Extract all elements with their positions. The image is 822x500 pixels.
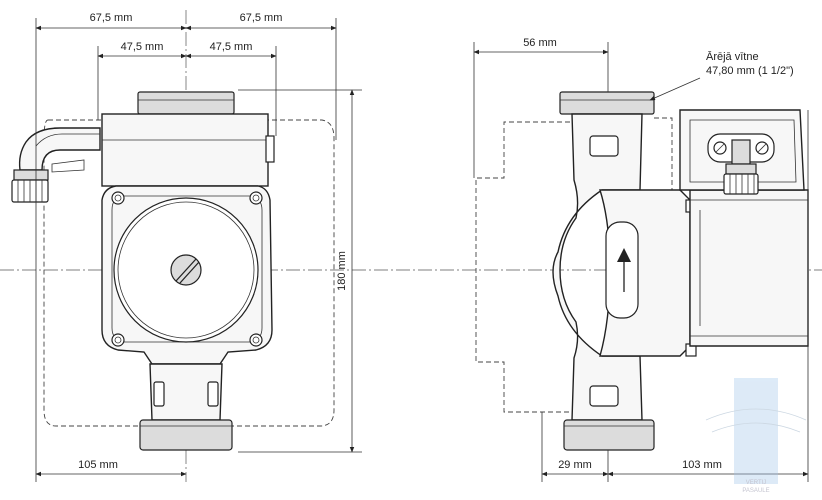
dim-left-half-inner: 47,5 mm xyxy=(121,41,164,53)
thread-label-line1: Ārējā vītne xyxy=(706,51,759,63)
dim-right-half-inner: 47,5 mm xyxy=(210,41,253,53)
front-dimensions xyxy=(35,18,362,482)
watermark: VERTIJ PASAULE xyxy=(705,378,807,494)
dim-left-half-top: 67,5 mm xyxy=(90,12,133,24)
cable-gland xyxy=(11,127,101,203)
thread-label-line2: 47,80 mm (1 1/2") xyxy=(706,65,794,77)
side-dimensions xyxy=(473,42,809,482)
watermark-line1: VERTIJ xyxy=(746,480,767,486)
dim-height: 180 mm xyxy=(336,251,348,291)
dim-side-bottom-right: 103 mm xyxy=(682,459,722,471)
front-view xyxy=(11,91,335,451)
watermark-line2: PASAULE xyxy=(742,488,769,494)
dim-bottom-left: 105 mm xyxy=(78,459,118,471)
dim-side-top: 56 mm xyxy=(523,37,557,49)
dim-side-bottom-left: 29 mm xyxy=(558,459,592,471)
side-view xyxy=(475,91,809,482)
dim-right-half-top: 67,5 mm xyxy=(240,12,283,24)
